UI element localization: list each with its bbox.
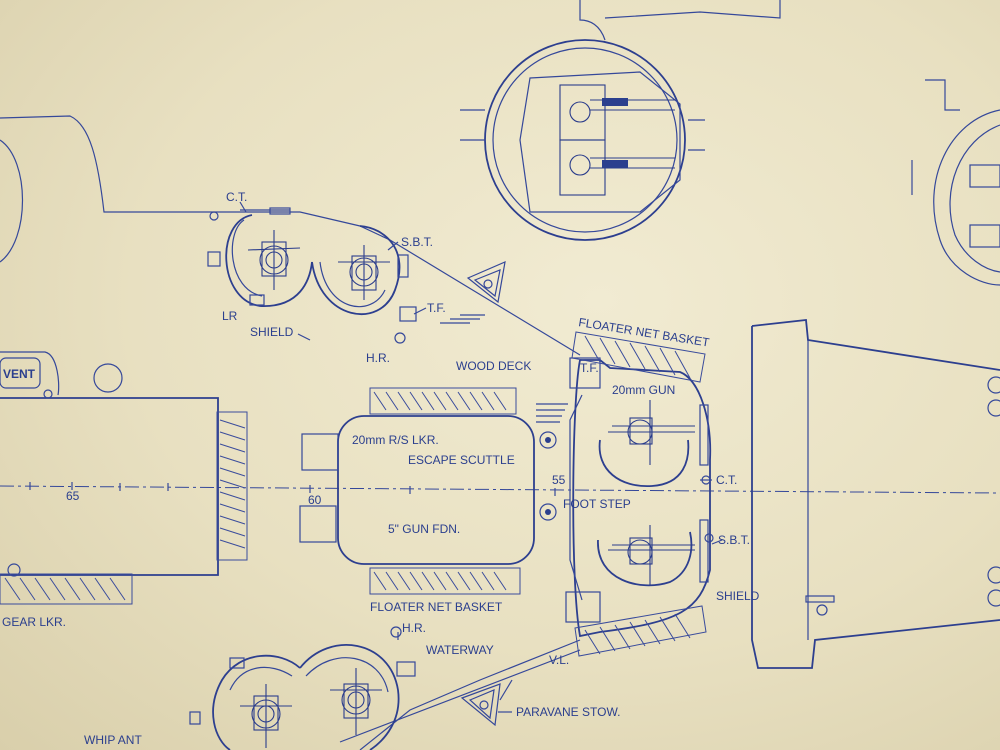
- label-hr-bottom: H.R.: [402, 621, 426, 635]
- gun-tub-lower-left: [189, 644, 416, 750]
- triangle-fitting-top: [466, 261, 506, 304]
- triangle-fitting-bottom: [460, 679, 513, 727]
- net-basket-right-bottom: [574, 605, 707, 657]
- net-pattern-gear: [4, 577, 126, 601]
- label-sbt-top: S.B.T.: [401, 235, 433, 249]
- gun-mount-lower-2: [330, 668, 382, 735]
- label-tf-top: T.F.: [427, 301, 446, 315]
- net-basket-center-top: [369, 387, 517, 415]
- label-rs-lkr: 20mm R/S LKR.: [352, 433, 439, 447]
- label-20mm-gun: 20mm GUN: [612, 383, 675, 397]
- gun-tub-upper-left: [207, 207, 417, 344]
- label-frame-55: 55: [552, 473, 566, 487]
- label-wood-deck: WOOD DECK: [456, 359, 531, 373]
- label-waterway: WATERWAY: [426, 643, 494, 657]
- centerline: [0, 485, 1000, 494]
- label-vent: VENT: [3, 367, 36, 381]
- gun-mount-upper-2: [338, 245, 390, 300]
- label-shield-top: SHIELD: [250, 325, 294, 339]
- label-sbt-right: S.B.T.: [718, 533, 750, 547]
- right-deckhouse: [751, 319, 1000, 669]
- label-hr-top: H.R.: [366, 351, 390, 365]
- label-gear-lkr: GEAR LKR.: [2, 615, 66, 629]
- label-frame-65: 65: [66, 489, 80, 503]
- label-ct-top: C.T.: [226, 190, 247, 204]
- label-foot-step: FOOT STEP: [563, 497, 631, 511]
- gear-locker-net: [0, 573, 133, 605]
- lower-bulwark: [339, 626, 581, 750]
- label-ct-right: C.T.: [716, 473, 737, 487]
- label-escape-scuttle: ESCAPE SCUTTLE: [408, 453, 515, 467]
- label-frame-60: 60: [308, 493, 322, 507]
- gun-mount-20mm-upper: [608, 400, 695, 465]
- gun-mount-upper-1: [247, 230, 301, 290]
- gun-mount-20mm-lower: [608, 525, 695, 585]
- label-floater-net-basket-right: FLOATER NET BASKET: [578, 315, 711, 350]
- gun-mount-lower-1: [240, 684, 292, 748]
- frame-ticks: [29, 482, 556, 496]
- left-deckhouse: [0, 351, 248, 577]
- label-shield-right: SHIELD: [716, 589, 760, 603]
- label-paravane-stow: PARAVANE STOW.: [516, 705, 620, 719]
- gun-platform-right: [565, 357, 714, 638]
- gun-foundation: [299, 403, 568, 565]
- upper-bulwark: [0, 115, 581, 356]
- right-edge-mount: [911, 79, 1000, 286]
- label-floater-net-basket-bottom: FLOATER NET BASKET: [370, 600, 503, 614]
- label-tf-mid: T.F.: [580, 361, 599, 375]
- net-pattern-left-vertical: [219, 419, 246, 549]
- net-basket-center-bottom: [369, 567, 521, 595]
- label-whip-ant: WHIP ANT: [84, 733, 142, 747]
- leader-lines: [239, 201, 723, 713]
- label-lr: LR: [222, 309, 238, 323]
- net-basket-right-top: [571, 331, 706, 383]
- label-gun-fdn: 5" GUN FDN.: [388, 522, 460, 536]
- label-vl: V.L.: [549, 653, 569, 667]
- twin-mount-circle: [460, 0, 781, 241]
